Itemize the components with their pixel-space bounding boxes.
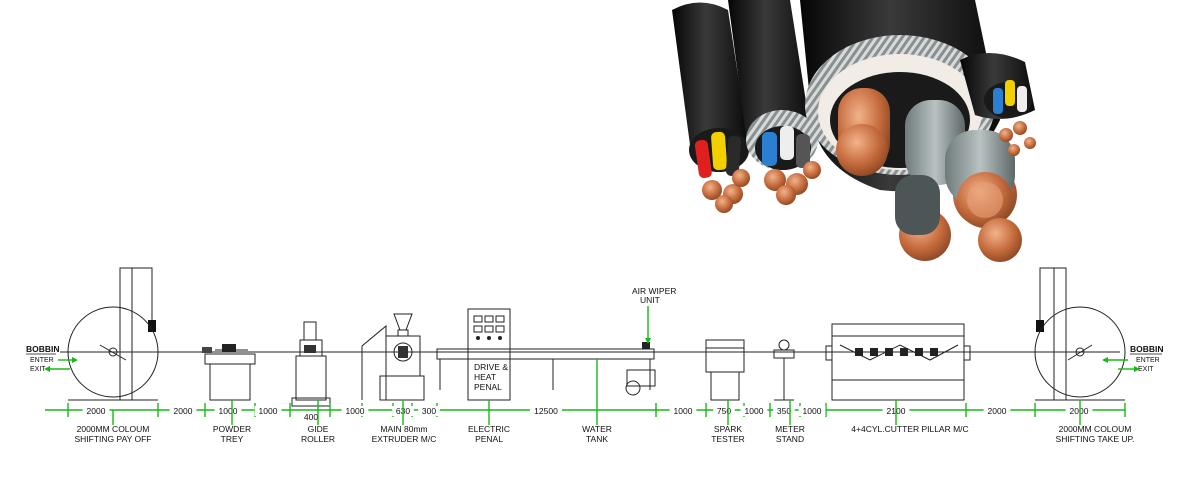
machine-label-line1: 2000MM COLOUM [1059,424,1132,434]
dimension-label: 12500 [534,406,558,416]
dimension-label: 750 [717,406,731,416]
machine-label-line2: EXTRUDER M/C [372,434,437,444]
machine-label-line1: ELECTRIC [468,424,510,434]
svg-text:HEAT: HEAT [474,372,496,382]
machine-label-line1: 2000MM COLOUM [77,424,150,434]
machine-label-line2: PENAL [475,434,503,444]
machine-label-line1: GIDE [308,424,329,434]
dimension-label-bg [341,406,369,416]
powder-trey [202,344,256,401]
main-extruder [361,313,425,401]
machine-label-line2: SHIFTING TAKE UP. [1056,434,1135,444]
water-tank [436,342,656,396]
machine-label-line1: SPARK [714,424,743,434]
pay-off-stand [67,267,159,401]
dimension-label: 1000 [803,406,822,416]
dimension-label-bg [300,412,322,422]
svg-text:PENAL: PENAL [474,382,502,392]
dimension-label: 2000 [87,406,106,416]
air-wiper-unit: AIR WIPER UNIT [632,286,676,344]
electric-penal: DRIVE & HEAT PENAL [467,308,511,401]
gide-roller [291,321,331,407]
dimension-label: 1000 [259,406,278,416]
dimension-label-bg [740,406,768,416]
machine-label-line2: STAND [776,434,804,444]
dimension-label: 400 [304,412,318,422]
dimension-label: 1000 [346,406,365,416]
dimension-label-bg [214,406,242,416]
dimension-label: 300 [422,406,436,416]
dimension-label-bg [1065,406,1093,416]
cutter-pillar [825,323,971,401]
cable-four-core-small [672,2,750,213]
cable-photo [672,0,1036,262]
dimension-label-bg [418,406,440,416]
cable-large-three-core [800,0,1022,262]
bobbin-right-labels: BOBBIN ENTER EXIT [1102,344,1164,373]
machine-label-line2: TESTER [711,434,745,444]
machine-label-line1: POWDER [213,424,251,434]
svg-text:EXIT: EXIT [30,366,46,373]
svg-text:UNIT: UNIT [640,295,660,305]
dimension-label: 350 [777,406,791,416]
dimension-label: 2000 [1070,406,1089,416]
cable-four-core-right [960,52,1036,156]
dimension-label-bg [254,406,282,416]
svg-text:BOBBIN: BOBBIN [1130,344,1164,354]
machine-label-line1: MAIN 80mm [380,424,427,434]
dimension-label: 2000 [988,406,1007,416]
dimension-label: 1000 [745,406,764,416]
dimension-label-bg [530,406,562,416]
svg-text:ENTER: ENTER [1136,357,1160,364]
cutter-rollers [839,344,959,361]
svg-text:EXIT: EXIT [1138,366,1154,373]
dimension-label-bg [669,406,697,416]
svg-text:DRIVE &: DRIVE & [474,362,508,372]
dimension-label-bg [82,406,110,416]
meter-stand [773,339,795,401]
cable-armoured-four-core [728,0,821,205]
svg-text:AIR WIPER: AIR WIPER [632,286,676,296]
bobbin-left-labels: BOBBIN ENTER EXIT [26,344,78,373]
dimension-label-bg [798,406,826,416]
svg-text:ENTER: ENTER [30,357,54,364]
machine-label: 4+4CYL.CUTTER PILLAR M/C [851,424,968,434]
dimension-label-bg [169,406,197,416]
dimension-label-bg [713,406,735,416]
spark-tester [705,339,745,401]
svg-text:BOBBIN: BOBBIN [26,344,60,354]
machine-label-line2: SHIFTING PAY OFF [75,434,152,444]
machine-label-line1: 4+4CYL.CUTTER PILLAR M/C [851,424,968,434]
take-up-stand [1034,267,1126,401]
dimension-label: 2000 [174,406,193,416]
machine-label-line2: ROLLER [301,434,335,444]
machine-label-line1: WATER [582,424,612,434]
dimension-label: 1000 [219,406,238,416]
dimension-label: 1000 [674,406,693,416]
machine-label-line2: TANK [586,434,608,444]
dimension-label-bg [773,406,795,416]
machine-label-line2: TREY [221,434,244,444]
machine-label-line1: METER [775,424,805,434]
dimension-label-bg [983,406,1011,416]
